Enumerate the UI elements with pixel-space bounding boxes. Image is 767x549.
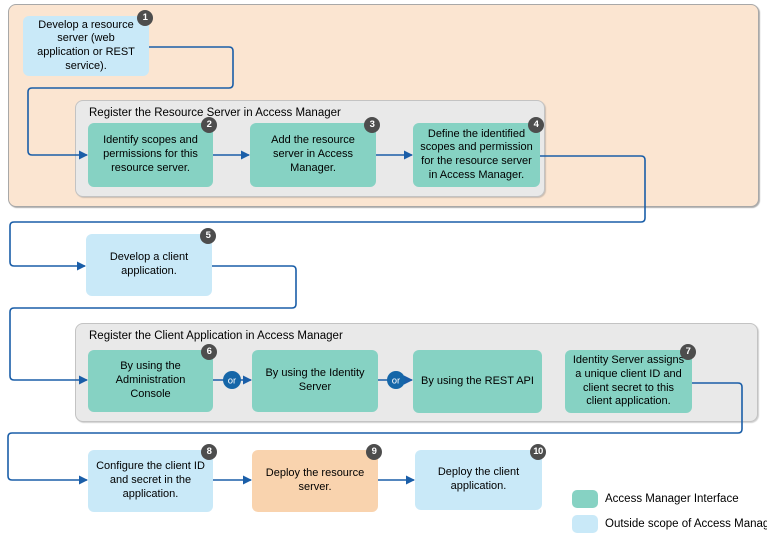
legend-label-access-manager-interface: Access Manager Interface [605,493,739,505]
step-identity-server-assigns: Identity Server assigns a unique client … [565,344,696,413]
step-text: By using the Administration Console [115,360,186,400]
legend-label-outside-scope: Outside scope of Access Manager [605,518,767,530]
step-badge-6: 6 [201,344,217,360]
step-badge-8: 8 [201,444,217,460]
step-text: Deploy the resource server. [265,467,365,493]
step-text: Identity Server assigns a unique client … [572,354,685,408]
step-badge-5: 5 [200,228,216,244]
step-define-scopes: Define the identified scopes and permiss… [413,117,544,187]
group-title-register-client-application: Register the Client Application in Acces… [89,330,343,342]
step-badge-2: 2 [201,117,217,133]
step-text: Define the identified scopes and permiss… [420,127,533,181]
step-develop-resource-server: Develop a resource server (web applicati… [23,10,153,76]
step-badge-4: 4 [528,117,544,133]
step-deploy-client-application: Deploy the client application. 10 [415,444,546,510]
legend-swatch-outside-scope [572,515,598,533]
step-text: By using the Identity Server [265,367,365,393]
legend-swatch-access-manager-interface [572,490,598,508]
step-badge-10: 10 [530,444,546,460]
step-admin-console: By using the Administration Console 6 [88,344,217,412]
step-text: Configure the client ID and secret in th… [96,460,205,500]
step-develop-client-application: Develop a client application. 5 [86,228,216,296]
step-text: Develop a client application. [109,251,189,277]
step-text: Add the resource server in Access Manage… [271,134,355,174]
step-badge-7: 7 [680,344,696,360]
step-add-resource-server: Add the resource server in Access Manage… [250,117,380,187]
step-text: Identify scopes and permissions for this… [103,134,198,174]
step-identity-server: By using the Identity Server [252,350,378,412]
step-badge-9: 9 [366,444,382,460]
step-text: By using the REST API [421,374,534,387]
group-title-register-resource-server: Register the Resource Server in Access M… [89,107,341,119]
step-deploy-resource-server: Deploy the resource server. 9 [252,444,382,512]
step-configure-client-id: Configure the client ID and secret in th… [88,444,217,512]
step-identify-scopes: Identify scopes and permissions for this… [88,117,217,187]
step-badge-1: 1 [137,10,153,26]
step-rest-api: By using the REST API [413,350,542,413]
step-text: Deploy the client application. [437,466,520,492]
step-badge-3: 3 [364,117,380,133]
step-text: Develop a resource server (web applicati… [37,18,135,72]
